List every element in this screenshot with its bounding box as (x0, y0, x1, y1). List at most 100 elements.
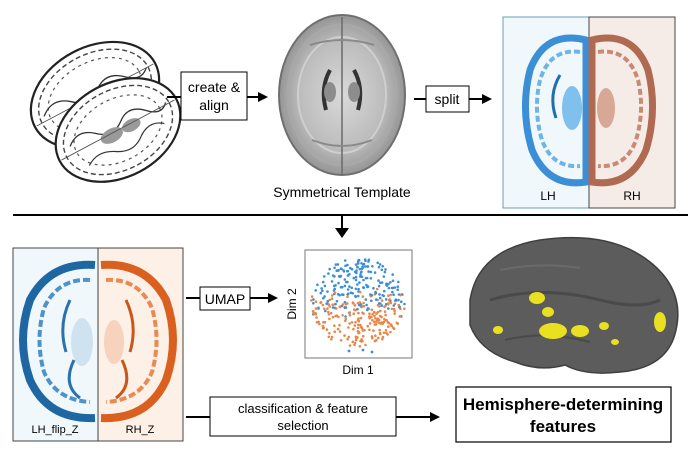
scatter-point (346, 337, 349, 341)
scatter-point (312, 312, 316, 316)
scatter-point (312, 298, 315, 301)
scatter-point (327, 272, 330, 275)
scatter-point (346, 293, 350, 296)
scatter-point (390, 307, 394, 311)
scatter-point (333, 275, 336, 278)
scatter-point (339, 339, 343, 342)
scatter-point (370, 299, 373, 303)
scatter-point (351, 292, 355, 295)
scatter-point (346, 263, 349, 267)
scatter-point (353, 324, 357, 327)
scatter-point (384, 319, 387, 322)
scatter-point (336, 263, 340, 266)
scatter-point (314, 289, 318, 292)
classification-box (209, 396, 397, 437)
scatter-point (319, 291, 323, 295)
scatter-point (366, 307, 370, 310)
scatter-point (393, 286, 397, 289)
scatter-point (381, 322, 384, 326)
scatter-point (357, 323, 360, 327)
scatter-point (362, 301, 365, 305)
scatter-point (346, 269, 349, 273)
scatter-point (396, 285, 400, 289)
scatter-point (391, 286, 395, 290)
scatter-point (350, 286, 354, 290)
scatter-point (358, 267, 362, 271)
scatter-point (348, 322, 351, 325)
scatter-point (377, 318, 381, 322)
scatter-point (310, 295, 314, 298)
scatter-point (389, 293, 392, 297)
scatter-point (368, 312, 371, 316)
scatter-point (400, 300, 403, 304)
scatter-point (311, 310, 315, 313)
scatter-point (377, 321, 381, 324)
result-label-1: Hemisphere-determining (463, 395, 663, 414)
scatter-point (380, 268, 384, 272)
scatter-point (369, 270, 373, 274)
scatter-point (343, 278, 347, 281)
create-align-label-1: create & (188, 79, 241, 95)
scatter-point (388, 298, 392, 301)
scatter-point (365, 276, 369, 280)
scatter-point (373, 314, 376, 318)
lh-label: LH (540, 189, 555, 203)
scatter-point (358, 301, 362, 304)
scatter-point (343, 300, 347, 304)
scatter-point (357, 259, 360, 262)
scatter-point (359, 273, 362, 277)
scatter-point (361, 295, 365, 298)
scatter-point (319, 301, 323, 304)
scatter-point (399, 307, 402, 311)
split-label: split (435, 91, 460, 107)
scatter-point (382, 331, 386, 335)
scatter-point (334, 284, 337, 287)
scatter-point (356, 265, 359, 269)
input-brain-slices (29, 40, 182, 183)
scatter-point (321, 327, 325, 330)
lh-flip-z-label: LH_flip_Z (31, 424, 78, 436)
result-box (455, 386, 672, 443)
scatter-point (389, 281, 392, 284)
scatter-point (343, 284, 347, 288)
classification-label-1: classification & feature (238, 401, 368, 416)
scatter-point (323, 295, 326, 298)
scatter-point (336, 327, 340, 331)
scatter-point (361, 348, 365, 352)
split-box (425, 85, 470, 113)
scatter-point (357, 311, 360, 315)
scatter-point (399, 293, 403, 297)
scatter-point (320, 287, 323, 290)
symmetrical-template-label: Symmetrical Template (273, 184, 411, 200)
scatter-point (325, 302, 329, 305)
scatter-point (381, 294, 384, 297)
scatter-point (344, 302, 348, 306)
scatter-point (354, 335, 358, 339)
scatter-point (380, 315, 383, 319)
scatter-point (380, 299, 384, 302)
scatter-point (377, 279, 380, 282)
scatter-point (371, 312, 374, 316)
scatter-point (366, 324, 370, 328)
scatter-point (365, 283, 368, 287)
scatter-point (321, 280, 325, 284)
scatter-point (337, 315, 340, 319)
scatter-point (394, 298, 398, 302)
scatter-point (326, 299, 330, 303)
scatter-point (379, 309, 382, 313)
dim2-label: Dim 2 (285, 288, 299, 320)
umap-label: UMAP (205, 291, 245, 307)
scatter-point (356, 326, 360, 330)
scatter-point (314, 300, 318, 304)
scatter-point (367, 270, 370, 273)
scatter-point (326, 307, 329, 311)
scatter-point (387, 307, 390, 310)
rh-label: RH (623, 189, 640, 203)
scatter-point (333, 266, 336, 270)
scatter-point (354, 278, 358, 282)
rh-z-brain (100, 260, 177, 423)
scatter-point (353, 343, 356, 347)
scatter-point (362, 286, 366, 290)
scatter-point (385, 283, 389, 287)
